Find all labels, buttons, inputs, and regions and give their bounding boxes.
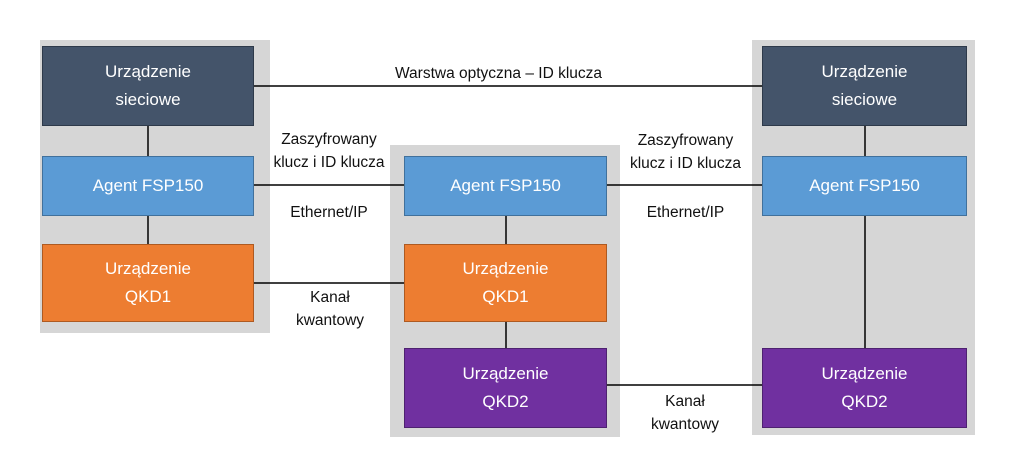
right-qkd2-device-label: Urządzenie QKD2 bbox=[821, 364, 908, 411]
encrypted-key-label-left: Zaszyfrowany klucz i ID klucza bbox=[273, 131, 385, 171]
middle-qkd1-device-label: Urządzenie QKD1 bbox=[462, 259, 549, 306]
right-qkd2-device: Urządzenie QKD2 bbox=[762, 348, 967, 428]
left-agent-fsp150-label: Agent FSP150 bbox=[92, 176, 204, 195]
middle-qkd2-device-label: Urządzenie QKD2 bbox=[462, 364, 549, 411]
right-network-device: Urządzenie sieciowe bbox=[762, 46, 967, 126]
right-network-device-label: Urządzenie sieciowe bbox=[821, 62, 908, 109]
optical-layer-label: Warstwa optyczna – ID klucza bbox=[376, 62, 621, 85]
left-agent-fsp150: Agent FSP150 bbox=[42, 156, 254, 216]
left-qkd1-device-label: Urządzenie QKD1 bbox=[105, 259, 191, 306]
right-agent-fsp150-label: Agent FSP150 bbox=[809, 176, 920, 195]
middle-agent-fsp150-label: Agent FSP150 bbox=[450, 176, 561, 195]
middle-qkd1-device: Urządzenie QKD1 bbox=[404, 244, 607, 322]
quantum-channel-label-right: Kanał kwantowy bbox=[650, 393, 720, 433]
middle-qkd2-device: Urządzenie QKD2 bbox=[404, 348, 607, 428]
ethernet-ip-label-left: Ethernet/IP bbox=[290, 204, 368, 221]
ethernet-ip-label-right: Ethernet/IP bbox=[646, 204, 725, 221]
quantum-channel-label-left: Kanał kwantowy bbox=[295, 289, 365, 329]
encrypted-key-label-right: Zaszyfrowany klucz i ID klucza bbox=[629, 132, 742, 172]
left-network-device-label: Urządzenie sieciowe bbox=[105, 62, 191, 109]
middle-agent-fsp150: Agent FSP150 bbox=[404, 156, 607, 216]
left-qkd1-device: Urządzenie QKD1 bbox=[42, 244, 254, 322]
left-network-device: Urządzenie sieciowe bbox=[42, 46, 254, 126]
right-agent-fsp150: Agent FSP150 bbox=[762, 156, 967, 216]
